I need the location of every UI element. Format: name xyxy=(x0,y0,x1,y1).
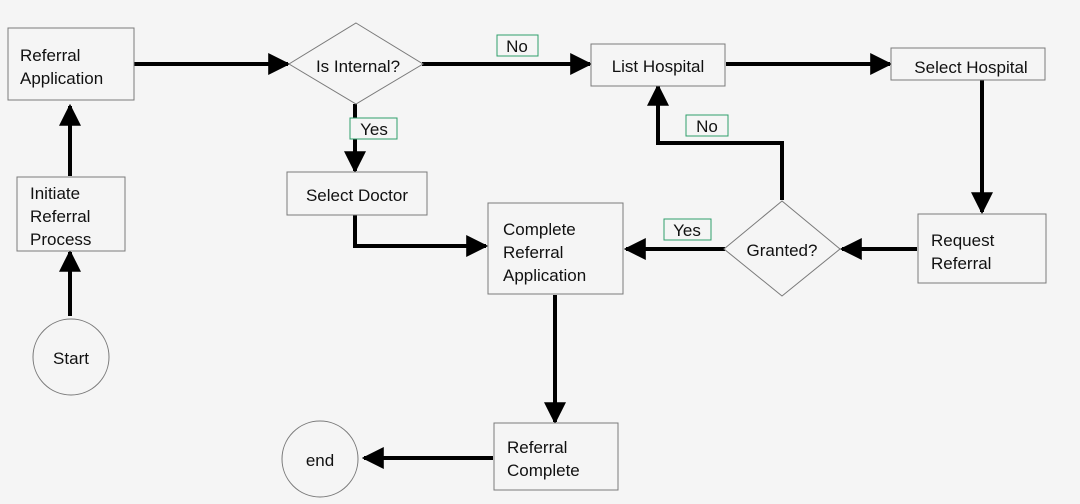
node-referral-complete: Referral Complete xyxy=(493,422,619,491)
node-select-hospital: Select Hospital xyxy=(890,47,1046,81)
node-label: Select Doctor xyxy=(306,186,408,205)
edge-label-granted-yes: Yes xyxy=(663,218,712,241)
node-label: List Hospital xyxy=(612,57,705,76)
svg-text:No: No xyxy=(696,117,718,136)
node-select-doctor: Select Doctor xyxy=(286,171,428,216)
node-start: Start xyxy=(32,318,110,396)
node-label: Initiate Referral Process xyxy=(30,184,95,249)
node-label: Referral Application xyxy=(20,46,103,88)
node-complete-referral-application: Complete Referral Application xyxy=(487,202,624,295)
edges xyxy=(59,53,993,469)
node-request-referral: Request Referral xyxy=(917,213,1047,284)
node-granted-decision: Granted? xyxy=(723,200,841,297)
node-is-internal-decision: Is Internal? xyxy=(288,22,424,105)
node-label: Select Hospital xyxy=(914,58,1027,77)
edge-select-doctor-to-complete xyxy=(353,215,489,257)
node-list-hospital: List Hospital xyxy=(590,43,726,87)
node-label: end xyxy=(306,451,334,470)
svg-text:No: No xyxy=(506,37,528,56)
edge-granted-to-list-hospital xyxy=(647,83,784,200)
node-referral-application: Referral Application xyxy=(7,27,135,101)
node-label: Is Internal? xyxy=(316,57,400,76)
edge-label-granted-no: No xyxy=(685,114,729,137)
node-end: end xyxy=(281,420,359,498)
node-initiate-referral-process: Initiate Referral Process xyxy=(16,176,126,252)
node-label: Referral Complete xyxy=(507,438,580,480)
node-label: Start xyxy=(53,349,89,368)
svg-text:Yes: Yes xyxy=(673,221,701,240)
node-label: Complete Referral Application xyxy=(503,220,586,285)
node-label: Granted? xyxy=(747,241,818,260)
edge-label-internal-no: No xyxy=(496,34,539,57)
svg-text:Yes: Yes xyxy=(360,120,388,139)
node-label: Request Referral xyxy=(931,231,999,273)
edge-label-internal-yes: Yes xyxy=(349,117,398,140)
